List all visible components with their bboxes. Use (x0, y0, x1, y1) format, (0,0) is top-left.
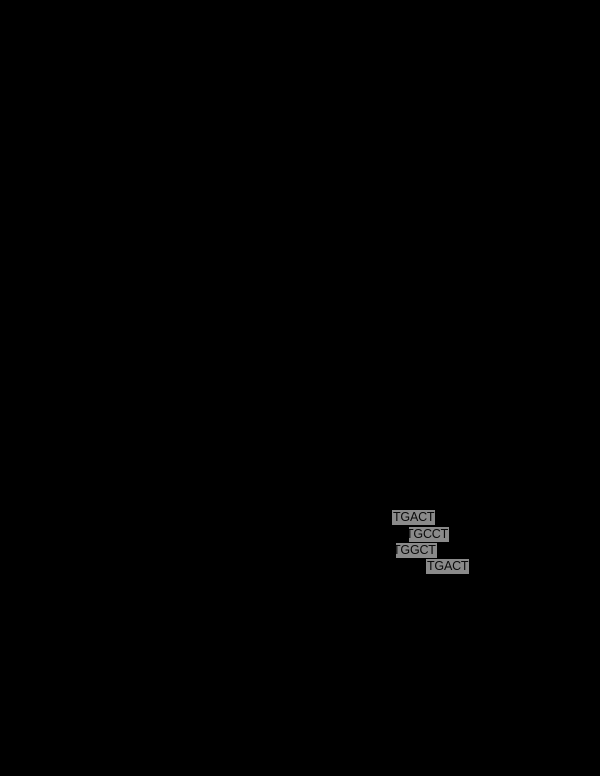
sequence-alignment-block: TGACT TGCCT TGGCT TGACT (390, 508, 480, 582)
sequence-motif-highlight: TGACT (392, 510, 436, 525)
sequence-motif-highlight: TGACT (426, 559, 470, 574)
sequence-row: TGGCT (396, 543, 437, 558)
sequence-motif-highlight: TGCCT (409, 527, 450, 542)
sequence-row: TGCCT (409, 527, 450, 542)
sequence-row: TGACT (392, 510, 436, 525)
sequence-row: TGACT (426, 559, 470, 574)
sequence-motif-highlight: TGGCT (396, 543, 437, 558)
